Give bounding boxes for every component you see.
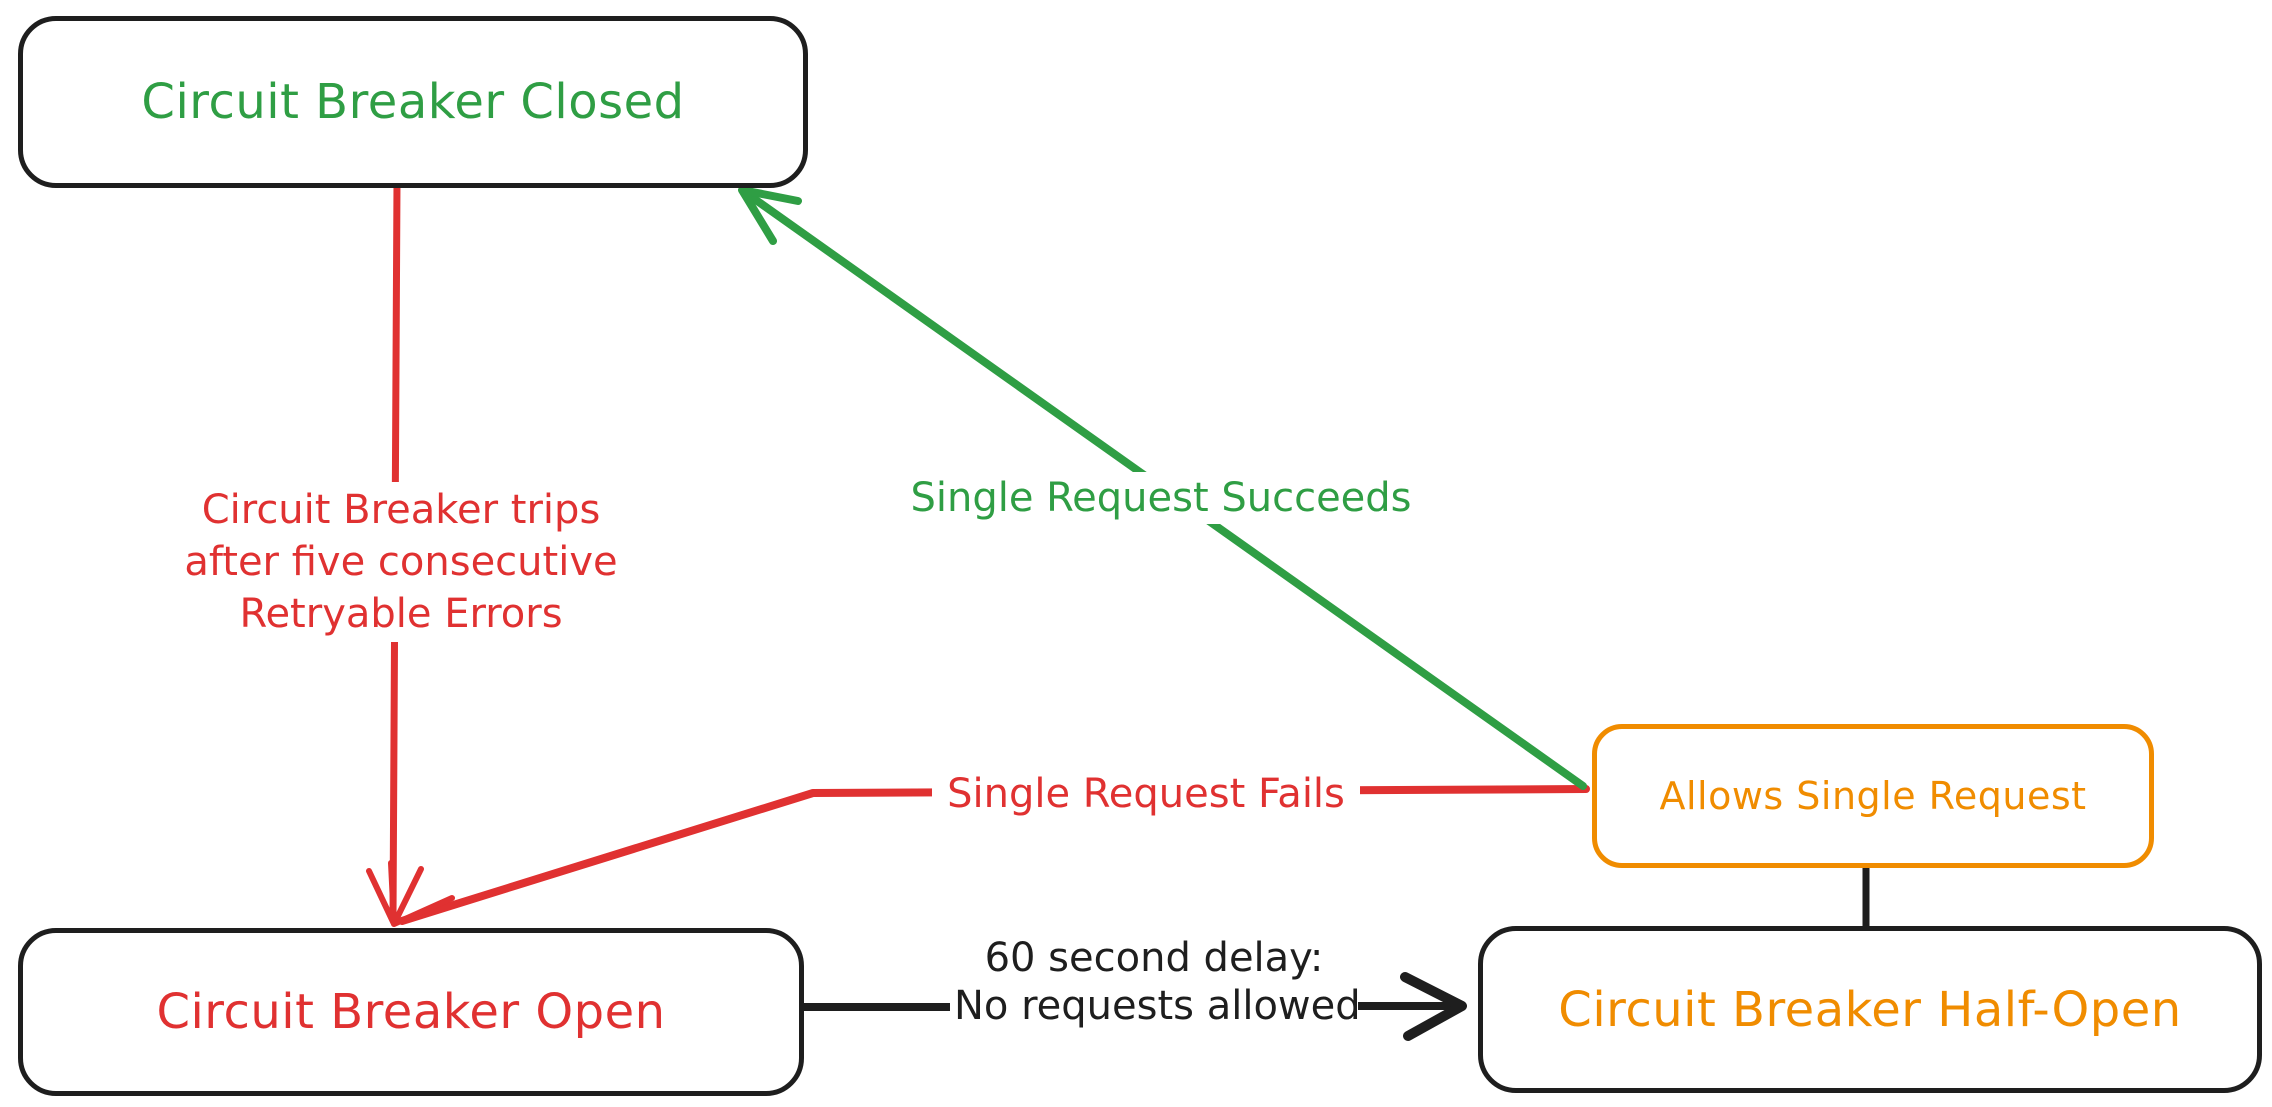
- delay-arrowhead-icon: [1400, 972, 1467, 1041]
- edge-label-fails-text: Single Request Fails: [947, 771, 1345, 817]
- node-allows-label: Allows Single Request: [1659, 774, 2087, 818]
- open-arrowhead-icon: [366, 860, 455, 927]
- node-half-open-label: Circuit Breaker Half-Open: [1558, 981, 2182, 1038]
- edge-label-trips: Circuit Breaker trips after five consecu…: [158, 482, 644, 642]
- edge-label-succeeds: Single Request Succeeds: [900, 472, 1422, 524]
- edge-label-trips-line1: Circuit Breaker trips: [201, 487, 601, 533]
- edge-label-trips-line3: Retryable Errors: [239, 591, 563, 637]
- edge-label-delay-line1: 60 second delay:: [984, 935, 1324, 981]
- edge-label-fails: Single Request Fails: [932, 768, 1360, 820]
- edge-label-delay-line2: No requests allowed: [954, 983, 1361, 1029]
- node-circuit-breaker-closed: Circuit Breaker Closed: [18, 16, 808, 188]
- node-open-label: Circuit Breaker Open: [156, 984, 666, 1040]
- node-closed-label: Circuit Breaker Closed: [141, 74, 685, 130]
- node-allows-single-request: Allows Single Request: [1592, 724, 2154, 868]
- succeeds-arrowhead-icon: [738, 186, 802, 245]
- node-circuit-breaker-open: Circuit Breaker Open: [18, 928, 804, 1096]
- node-circuit-breaker-half-open: Circuit Breaker Half-Open: [1478, 926, 2262, 1093]
- edge-label-succeeds-text: Single Request Succeeds: [910, 475, 1412, 521]
- edge-delay-arrow: [791, 972, 1467, 1041]
- edge-label-trips-line2: after five consecutive: [184, 539, 618, 585]
- edge-label-delay: 60 second delay: No requests allowed: [950, 932, 1361, 1032]
